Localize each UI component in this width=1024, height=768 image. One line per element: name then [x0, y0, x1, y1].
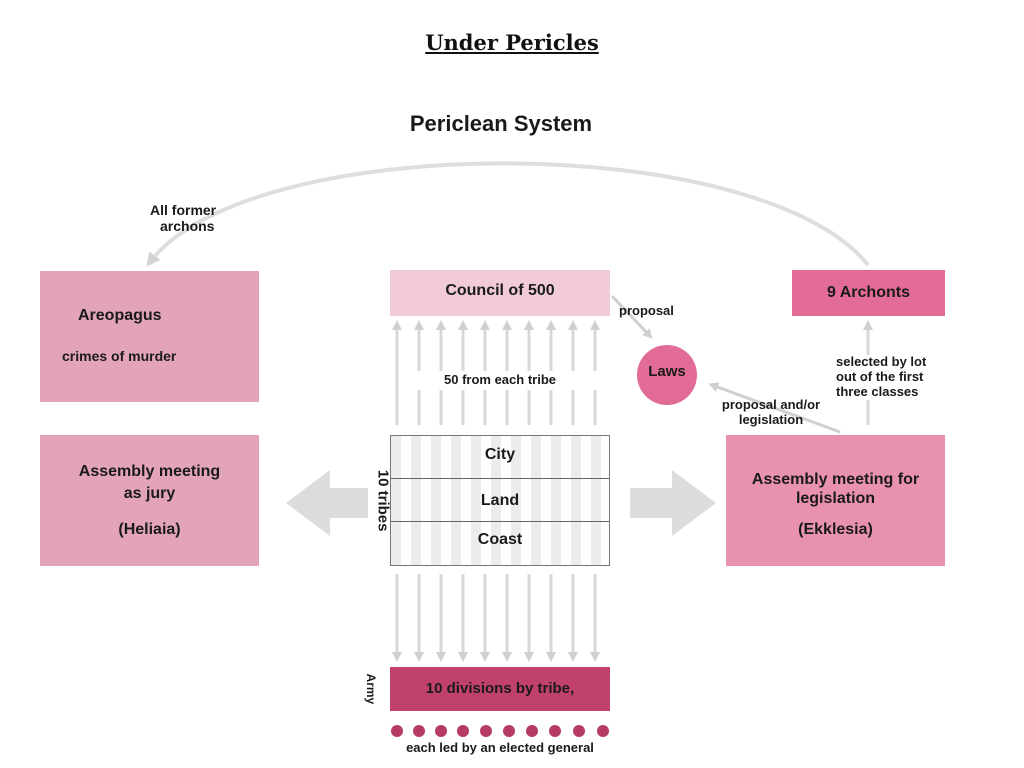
tribe-row-coast: Coast — [477, 531, 523, 548]
to-ekklesia-block-arrow — [630, 470, 716, 536]
grid-divider — [391, 478, 609, 479]
areopagus-title: Areopagus — [78, 307, 162, 324]
council-box: Council of 500 — [390, 270, 610, 316]
ekklesia-line3: (Ekklesia) — [798, 521, 873, 538]
grid-divider — [391, 521, 609, 522]
tribe-to-army-arrows — [392, 574, 600, 662]
former-archons-curve-arrow — [146, 161, 870, 267]
legislation-arrow — [708, 382, 841, 434]
areopagus-subtitle: crimes of murder — [62, 348, 177, 364]
page-title: Under Pericles — [425, 30, 599, 55]
laws-label: Laws — [648, 363, 686, 380]
proposal-legislation-label: proposal and/or legislation — [721, 397, 821, 427]
laws-circle — [637, 345, 697, 405]
heliaia-box: Assembly meeting as jury (Heliaia) — [40, 435, 259, 566]
tribe-row-land: Land — [480, 492, 520, 509]
tribes-grid: City Land Coast — [390, 435, 610, 566]
heliaia-line3: (Heliaia) — [118, 521, 181, 538]
generals-dots — [391, 725, 609, 737]
proposal-label: proposal — [619, 303, 674, 318]
to-heliaia-block-arrow — [286, 470, 368, 536]
heliaia-line2: as jury — [123, 485, 176, 502]
army-title: 10 divisions by tribe, — [425, 680, 575, 697]
army-label: Army — [363, 673, 378, 705]
council-note: 50 from each tribe — [400, 371, 600, 390]
heliaia-line1: Assembly meeting — [78, 463, 221, 480]
tribes-label: 10 tribes — [374, 469, 392, 532]
proposal-arrow — [610, 294, 653, 339]
ekklesia-line1: Assembly meeting for — [751, 471, 920, 488]
ekklesia-line2: legislation — [795, 490, 876, 507]
archons-title: 9 Archonts — [827, 284, 910, 301]
archons-box: 9 Archonts — [792, 270, 945, 316]
all-former-archons-label: All former archons — [150, 202, 217, 235]
ekklesia-box: Assembly meeting for legislation (Ekkles… — [726, 435, 945, 566]
archons-selection: selected by lot out of the first three c… — [836, 354, 927, 400]
council-title: Council of 500 — [445, 282, 555, 299]
army-box: 10 divisions by tribe, — [390, 667, 610, 711]
tribe-row-city: City — [484, 446, 516, 463]
generals-label: each led by an elected general — [406, 740, 594, 755]
diagram-title: Periclean System — [409, 111, 593, 136]
areopagus-box: Areopagus crimes of murder — [40, 271, 259, 402]
